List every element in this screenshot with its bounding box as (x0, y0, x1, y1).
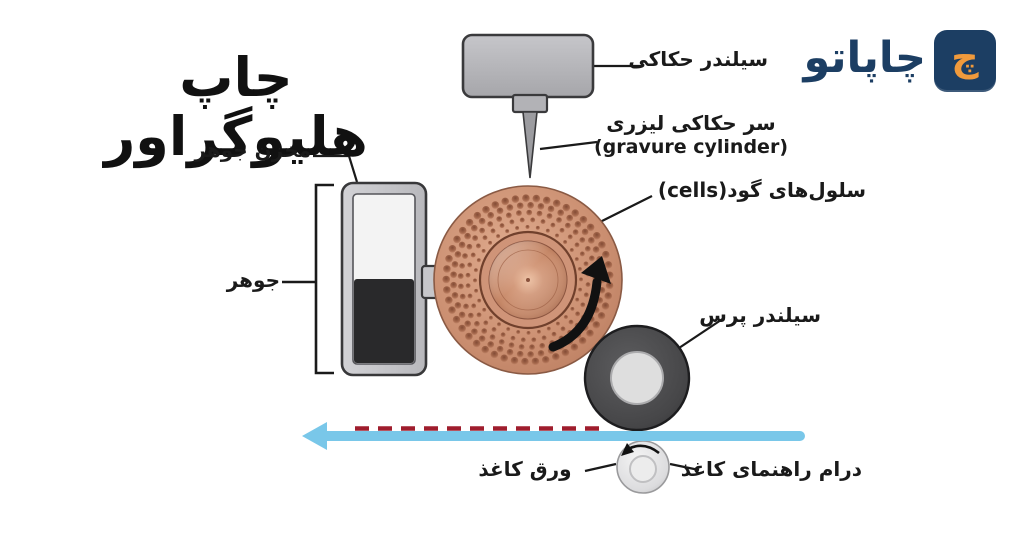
label-engraving-cylinder: سیلندر حکاکی (628, 47, 768, 71)
label-laser-head-fa: سر حکاکی لیزری (606, 111, 776, 135)
gravure-cylinder (433, 185, 623, 375)
page-title: چاپ هلیوگراور (104, 46, 368, 169)
leader-laser-head (539, 140, 598, 151)
leader-paper-sheet (584, 462, 617, 473)
label-press-cylinder: سیلندر پرس (699, 303, 821, 327)
leader-paper-guide-drum (669, 462, 700, 472)
engraver-neck (511, 93, 549, 114)
laser-needle-icon (522, 111, 538, 179)
label-ink-reservoir: مخزن جوهر (194, 138, 311, 162)
label-cells: سلول‌های گود(cells) (657, 178, 867, 202)
engraver-box (461, 33, 595, 179)
ink-bracket (282, 183, 334, 375)
paper-guide-drum (616, 440, 670, 494)
ink-tank (340, 181, 445, 377)
label-paper-guide-drum: درام راهنمای کاغذ (680, 457, 862, 481)
label-laser-head-en: (gravure cylinder) (594, 136, 788, 158)
paper-arrow-icon (302, 422, 805, 450)
drum-rotation-arrow-icon (621, 443, 660, 456)
logo: چاپاتو چ (803, 30, 996, 92)
leader-ink-reservoir (313, 154, 359, 183)
ink-level (354, 279, 414, 363)
label-paper-sheet: ورق کاغذ (478, 457, 572, 481)
label-laser-head: سر حکاکی لیزری (gravure cylinder) (585, 111, 797, 160)
rotation-arrow-icon (548, 256, 611, 352)
logo-text: چاپاتو (803, 32, 926, 83)
press-cylinder (583, 324, 691, 432)
label-ink: جوهر (226, 268, 280, 292)
logo-icon: چ (934, 30, 996, 92)
logo-icon-letter: چ (951, 35, 979, 79)
